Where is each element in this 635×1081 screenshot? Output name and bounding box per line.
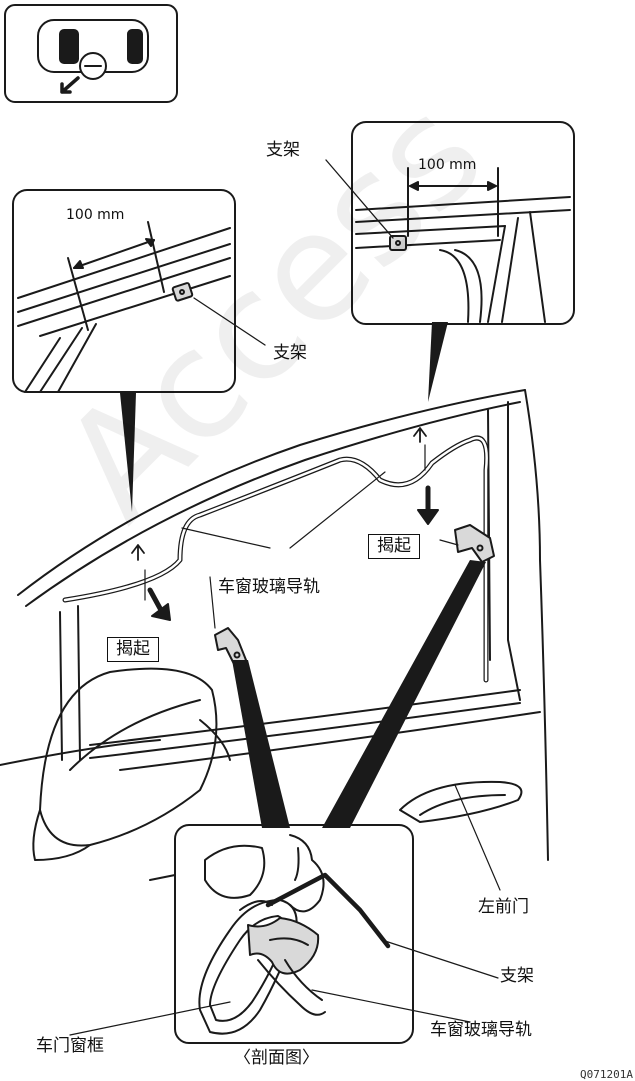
label-section-view: 〈剖面图〉: [234, 1048, 319, 1068]
label-lift-right: 揭起: [368, 534, 420, 559]
detail-inset-right: [325, 121, 575, 325]
vehicle-location-icon: [4, 4, 178, 103]
label-dimension-top-right: 100 mm: [418, 157, 477, 173]
label-front-left-door: 左前门: [478, 897, 529, 917]
label-dimension-top-left: 100 mm: [66, 207, 125, 223]
label-door-frame: 车门窗框: [36, 1036, 104, 1056]
label-lift-left: 揭起: [107, 637, 159, 662]
door-main-view: [0, 389, 549, 891]
detail-inset-left: [12, 189, 266, 393]
label-glass-run-main: 车窗玻璃导轨: [218, 577, 320, 597]
section-view-inset: [69, 824, 499, 1044]
label-bracket-top-left: 支架: [273, 343, 307, 363]
figure-code: Q071201A: [580, 1068, 633, 1081]
label-bracket-section: 支架: [500, 966, 534, 986]
label-glass-run-section: 车窗玻璃导轨: [430, 1020, 532, 1040]
label-bracket-top-right: 支架: [266, 140, 300, 160]
